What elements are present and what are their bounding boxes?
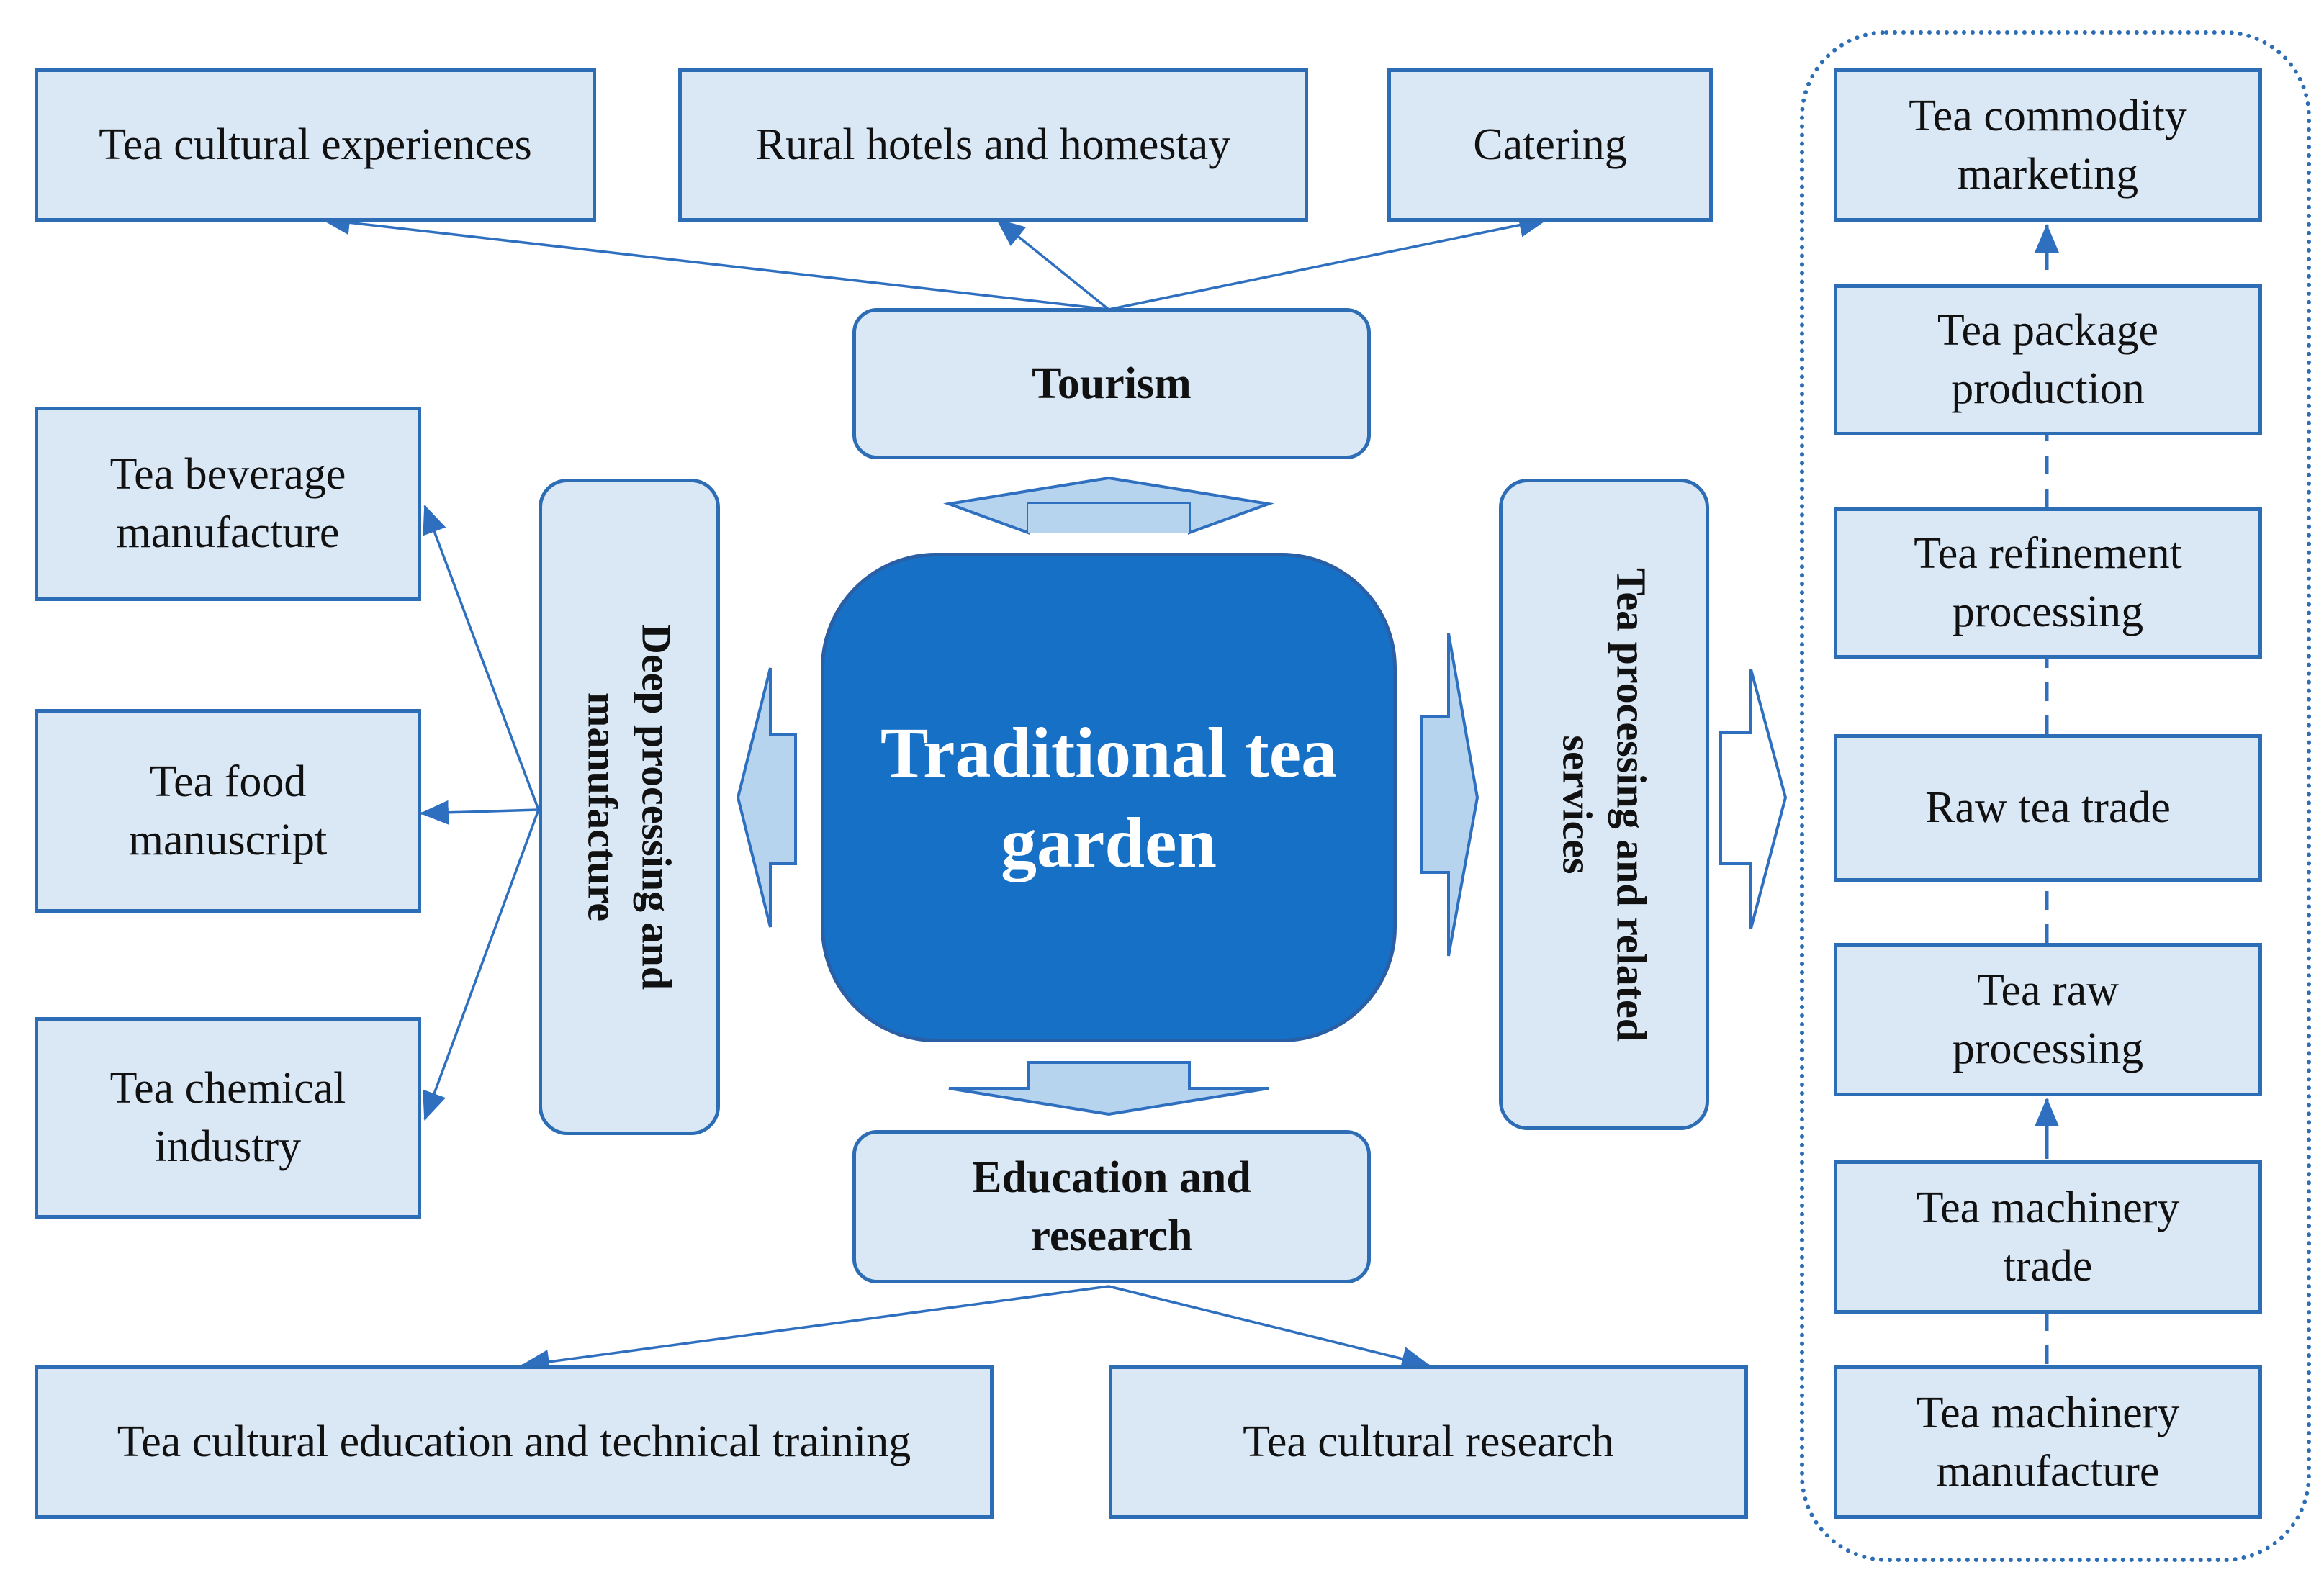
deep-processing-line1: Deep processing and xyxy=(633,623,680,990)
chain-refinement-processing-box: Tea refinement processing xyxy=(1834,507,2262,659)
tourism-label: Tourism xyxy=(1032,358,1192,408)
tea-processing-line2: services xyxy=(1554,734,1600,875)
chain-machinery-trade-line1: Tea machinery xyxy=(1916,1183,2180,1232)
deep-processing-label: Deep processing and manufacture xyxy=(575,624,684,990)
traditional-tea-garden-box: Traditional tea garden xyxy=(821,553,1397,1042)
connector-deep-beverage xyxy=(423,505,540,810)
rural-hotels-label: Rural hotels and homestay xyxy=(755,120,1231,170)
catering-label: Catering xyxy=(1473,120,1627,170)
tea-beverage-line2: manufacture xyxy=(116,508,340,557)
connector-education-research xyxy=(1108,1285,1431,1371)
tea-cultural-research-box: Tea cultural research xyxy=(1109,1365,1748,1519)
tea-cultural-experiences-box: Tea cultural experiences xyxy=(35,68,596,222)
tea-chemical-line2: industry xyxy=(154,1122,302,1171)
rural-hotels-box: Rural hotels and homestay xyxy=(678,68,1308,222)
chain-package-production-box: Tea package production xyxy=(1834,284,2262,435)
chain-machinery-manufacture-line1: Tea machinery xyxy=(1916,1388,2180,1437)
chain-raw-processing-line2: processing xyxy=(1952,1024,2144,1073)
tea-cultural-education-label: Tea cultural education and technical tra… xyxy=(117,1417,911,1467)
deep-processing-box: Deep processing and manufacture xyxy=(539,479,720,1135)
tea-processing-line1: Tea processing and related xyxy=(1608,567,1655,1042)
chain-commodity-marketing-box: Tea commodity marketing xyxy=(1834,68,2262,222)
catering-box: Catering xyxy=(1387,68,1713,222)
education-line1: Education and xyxy=(972,1152,1251,1202)
tourism-connectors xyxy=(321,210,1548,311)
connector-deep-food xyxy=(420,800,539,825)
value-chain-frame xyxy=(1800,30,2311,1562)
chain-package-production-line1: Tea package xyxy=(1937,306,2159,356)
tea-beverage-line1: Tea beverage xyxy=(109,450,346,500)
chain-machinery-trade-box: Tea machinery trade xyxy=(1834,1160,2262,1314)
tea-cultural-experiences-label: Tea cultural experiences xyxy=(99,120,532,170)
tea-processing-box: Tea processing and related services xyxy=(1499,479,1709,1130)
block-arrow-left xyxy=(736,667,797,928)
tea-chemical-box: Tea chemical industry xyxy=(35,1017,421,1219)
chain-refinement-processing-line1: Tea refinement xyxy=(1914,529,2182,579)
center-line1: Traditional xyxy=(880,713,1228,792)
chain-refinement-processing-line2: processing xyxy=(1952,587,2144,636)
education-research-box: Education and research xyxy=(852,1130,1371,1283)
connector-education-training xyxy=(521,1285,1109,1374)
tourism-box: Tourism xyxy=(852,308,1371,459)
deep-processing-connectors xyxy=(420,505,540,1121)
chain-raw-tea-trade-box: Raw tea trade xyxy=(1834,734,2262,882)
tea-food-line1: Tea food xyxy=(149,757,307,806)
chain-raw-processing-box: Tea raw processing xyxy=(1834,943,2262,1096)
education-line2: research xyxy=(1030,1211,1193,1260)
education-connectors xyxy=(521,1285,1431,1374)
chain-commodity-marketing-line2: marketing xyxy=(1957,149,2139,199)
tea-cultural-research-label: Tea cultural research xyxy=(1243,1417,1614,1467)
connector-tourism-experiences xyxy=(321,210,1109,311)
block-arrow-down xyxy=(948,1061,1269,1116)
chain-commodity-marketing-line1: Tea commodity xyxy=(1909,91,2187,140)
deep-processing-line2: manufacture xyxy=(579,692,626,921)
chain-raw-processing-line1: Tea raw xyxy=(1976,965,2119,1015)
chain-machinery-manufacture-line2: manufacture xyxy=(1936,1446,2160,1496)
center-line2: tea garden xyxy=(1001,713,1338,882)
chain-machinery-trade-line2: trade xyxy=(2003,1241,2093,1291)
tea-food-box: Tea food manuscript xyxy=(35,709,421,913)
block-arrow-up-body xyxy=(1028,504,1189,533)
chain-raw-tea-trade-line1: Raw tea trade xyxy=(1925,783,2171,833)
tea-cultural-education-box: Tea cultural education and technical tra… xyxy=(35,1365,994,1519)
connector-deep-chemical xyxy=(423,809,540,1121)
tea-beverage-box: Tea beverage manufacture xyxy=(35,407,421,601)
tea-processing-label: Tea processing and related services xyxy=(1550,568,1659,1042)
tea-chemical-line1: Tea chemical xyxy=(109,1064,346,1114)
chain-package-production-line2: production xyxy=(1951,364,2145,413)
block-arrow-right xyxy=(1420,633,1479,957)
tea-food-line2: manuscript xyxy=(128,815,328,864)
connector-tourism-catering xyxy=(1108,213,1548,311)
block-arrow-right-outline xyxy=(1719,669,1788,929)
chain-machinery-manufacture-box: Tea machinery manufacture xyxy=(1834,1365,2262,1519)
connector-tourism-hotels xyxy=(996,218,1110,311)
